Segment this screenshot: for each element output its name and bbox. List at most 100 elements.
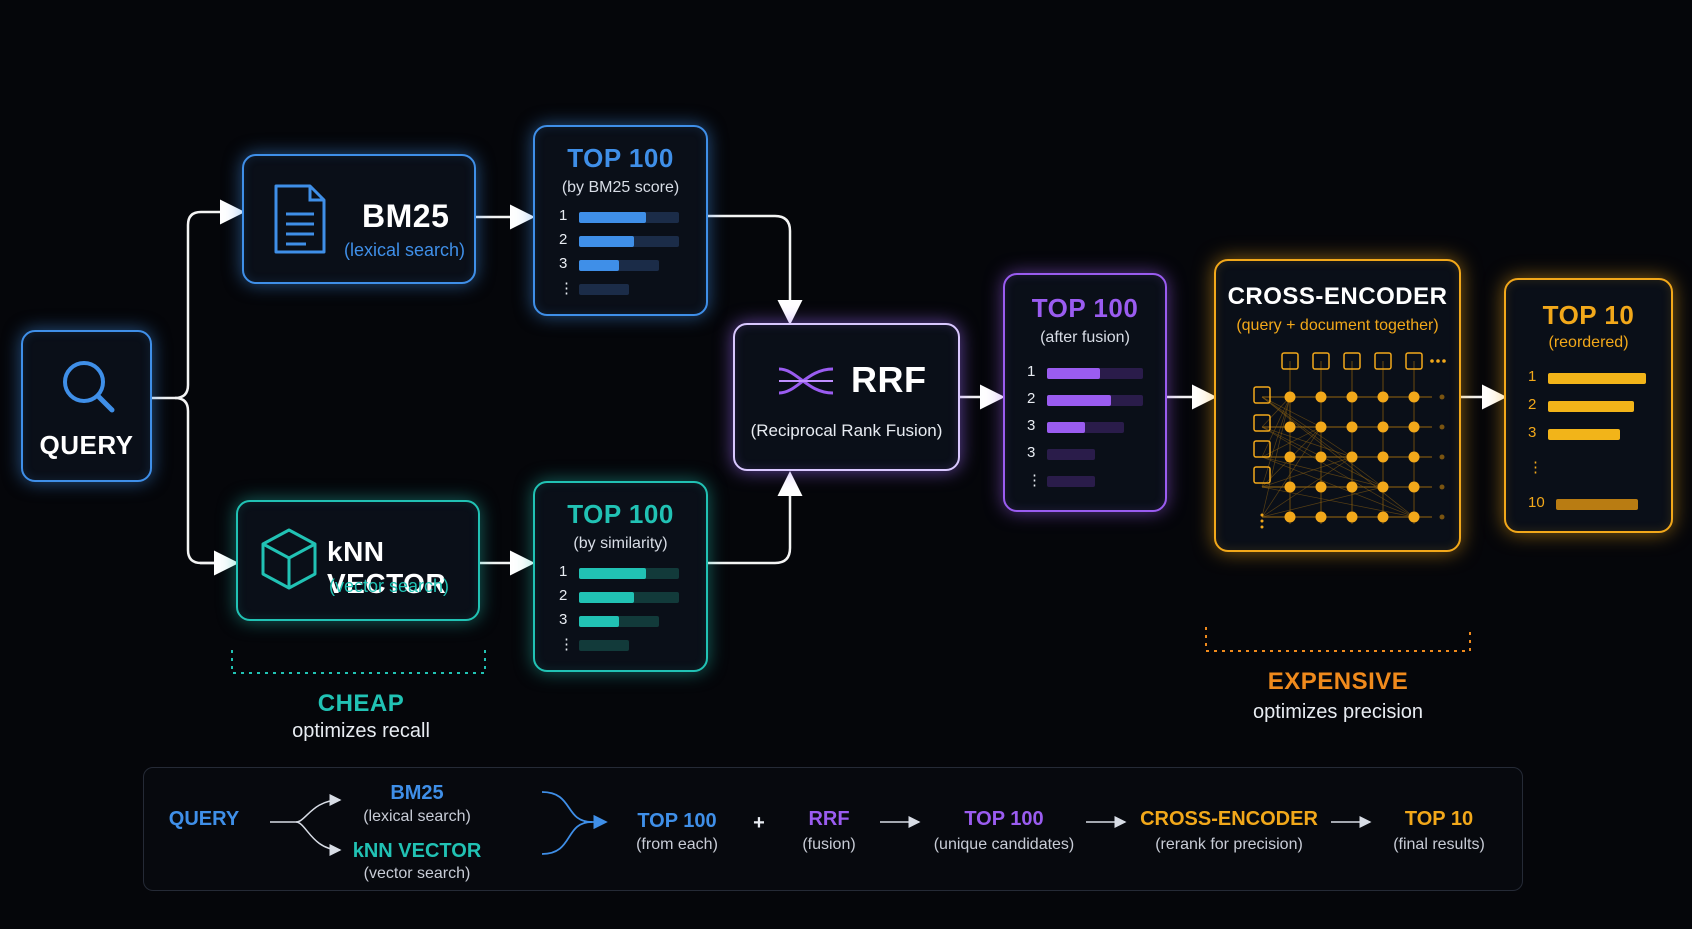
pipeline-summary-strip: QUERY BM25 (lexical search) kNN VECTOR (… xyxy=(143,767,1523,891)
token-square xyxy=(1343,352,1361,370)
token-square xyxy=(1312,352,1330,370)
network-node xyxy=(1377,511,1389,523)
arrow-query-branch-low xyxy=(174,396,234,565)
rank-bar-fill xyxy=(579,592,634,603)
rank-bar-fill xyxy=(1548,429,1620,440)
legend-cross-encoder: CROSS-ENCODER xyxy=(1140,808,1318,830)
ellipsis-dot xyxy=(1260,525,1264,529)
network-node xyxy=(1408,421,1420,433)
network-edge xyxy=(1261,456,1353,488)
network-edge xyxy=(1261,426,1322,518)
rank-number: 2 xyxy=(559,587,568,604)
ellipsis-dot xyxy=(1436,359,1440,363)
rank-bar-track xyxy=(579,212,679,223)
network-node xyxy=(1408,511,1420,523)
legend-knn-sub: (vector search) xyxy=(363,865,471,882)
network-node xyxy=(1315,391,1327,403)
rank-bar-fill xyxy=(1047,368,1100,379)
network-edge xyxy=(1261,396,1384,488)
network-node-faint xyxy=(1439,394,1445,400)
network-node xyxy=(1377,421,1389,433)
network-edge xyxy=(1261,426,1415,518)
rank-number: 1 xyxy=(1027,363,1036,380)
bm25-box: BM25 (lexical search) xyxy=(242,154,476,284)
rank-bar-fill xyxy=(1556,499,1638,510)
rank-number: 1 xyxy=(559,207,568,224)
rank-row: 10 xyxy=(1528,494,1658,514)
top100-knn-subtitle: (by similarity) xyxy=(573,535,668,552)
network-node xyxy=(1408,481,1420,493)
rank-row: 2 xyxy=(1027,390,1157,410)
ellipsis-dot xyxy=(1442,359,1446,363)
rank-bar-track xyxy=(579,260,659,271)
rank-number: 3 xyxy=(559,255,568,272)
ellipsis-dot xyxy=(1430,359,1434,363)
rrf-title: RRF xyxy=(851,359,927,400)
network-node xyxy=(1315,451,1327,463)
document-icon xyxy=(274,184,326,254)
top10-subtitle: (reordered) xyxy=(1548,334,1629,351)
rank-row: 1 xyxy=(559,207,699,227)
network-node-faint xyxy=(1439,484,1445,490)
token-square xyxy=(1405,352,1423,370)
rrf-box: RRF (Reciprocal Rank Fusion) xyxy=(733,323,960,471)
top100-bm25-title: TOP 100 xyxy=(567,143,674,173)
knn-title: kNN VECTOR xyxy=(327,536,447,599)
expensive-label: EXPENSIVE xyxy=(1267,668,1409,695)
token-square xyxy=(1374,352,1392,370)
cheap-label: CHEAP xyxy=(317,690,405,717)
rank-bar-track xyxy=(579,616,659,627)
top100-knn-ranks: 1 2 3 ⋮ xyxy=(559,563,699,663)
query-box: QUERY xyxy=(21,330,152,482)
token-square xyxy=(1253,386,1271,404)
network-node xyxy=(1346,391,1358,403)
network-edge xyxy=(1261,396,1291,488)
cube-icon xyxy=(261,528,317,590)
cross-encoder-title: CROSS-ENCODER xyxy=(1227,283,1448,310)
cheap-subtitle: optimizes recall xyxy=(292,720,430,742)
rank-row: ⋮ xyxy=(1027,471,1157,491)
legend-query: QUERY xyxy=(168,808,240,830)
rank-row: 3 xyxy=(1027,444,1157,464)
network-node xyxy=(1284,451,1296,463)
rank-number: ⋮ xyxy=(1528,459,1543,476)
rank-row: 3 xyxy=(559,611,699,631)
token-square xyxy=(1281,352,1299,370)
network-node-faint xyxy=(1439,424,1445,430)
rank-row: 2 xyxy=(559,231,699,251)
rank-number: ⋮ xyxy=(559,636,574,653)
rank-bar-track xyxy=(579,592,679,603)
rank-number: 3 xyxy=(1528,424,1537,441)
rank-number: 1 xyxy=(559,563,568,580)
neural-network-icon xyxy=(1253,352,1446,529)
knn-subtitle: (vector search) xyxy=(329,576,450,596)
legend-bm25-sub: (lexical search) xyxy=(363,808,471,825)
legend-bm25: BM25 xyxy=(390,782,444,804)
network-node xyxy=(1377,451,1389,463)
expensive-subtitle: optimizes precision xyxy=(1252,701,1424,723)
top100-bm25-subtitle: (by BM25 score) xyxy=(561,179,680,196)
rank-bar-track xyxy=(579,640,629,651)
rank-bar-track xyxy=(579,236,679,247)
network-edge xyxy=(1261,486,1384,518)
rrf-subtitle: (Reciprocal Rank Fusion) xyxy=(750,421,943,440)
rank-number: 1 xyxy=(1528,368,1537,385)
network-node xyxy=(1408,451,1420,463)
network-node xyxy=(1315,481,1327,493)
rank-row: 3 xyxy=(1027,417,1157,437)
network-edge xyxy=(1261,426,1353,458)
top100-fusion-subtitle: (after fusion) xyxy=(1040,329,1130,346)
top100-fusion-ranks: 1 2 3 3 ⋮ xyxy=(1027,363,1157,503)
cheap-bracket xyxy=(231,650,486,674)
legend-arrows xyxy=(270,791,1372,856)
network-node-faint xyxy=(1439,514,1445,520)
rank-number: 2 xyxy=(1027,390,1036,407)
rank-number: 3 xyxy=(1027,444,1036,461)
rank-bar-fill xyxy=(1047,422,1086,433)
legend-top100u: TOP 100 xyxy=(964,808,1044,830)
rank-bar-fill xyxy=(579,568,646,579)
rank-number: 2 xyxy=(1528,396,1537,413)
